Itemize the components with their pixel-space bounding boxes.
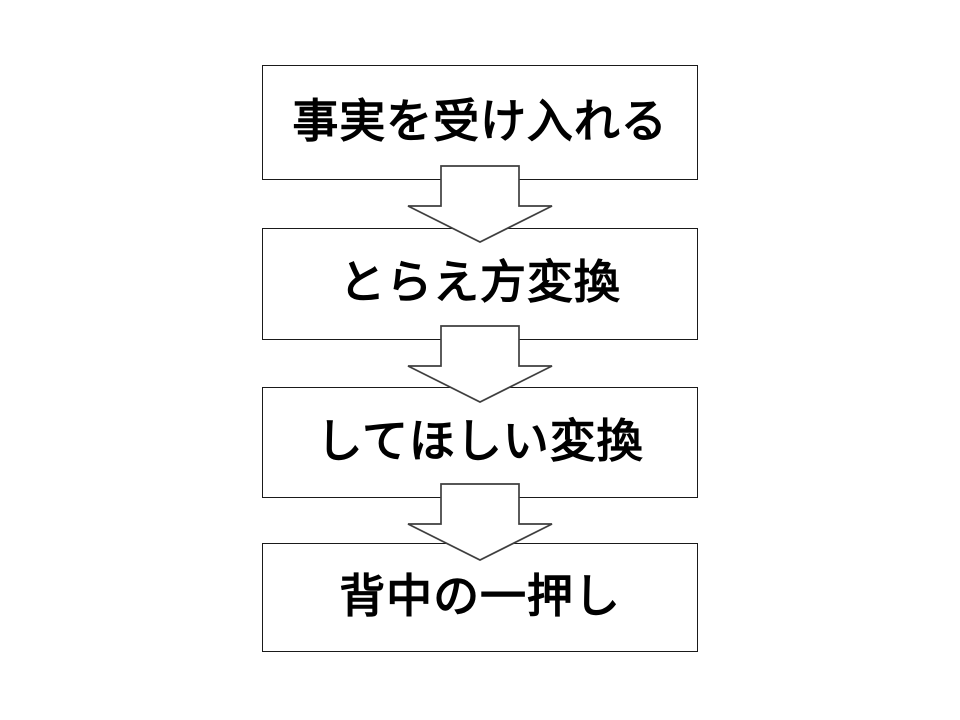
process-label-step-3: してほしい変換 [316, 414, 644, 468]
process-label-step-4: 背中の一押し [339, 569, 621, 623]
process-box-step-3[interactable] [262, 387, 698, 498]
process-label-step-2: とらえ方変換 [339, 255, 621, 309]
process-label-step-1: 事実を受け入れる [292, 94, 668, 148]
process-box-step-1[interactable] [262, 65, 698, 180]
process-box-step-4[interactable] [262, 543, 698, 652]
